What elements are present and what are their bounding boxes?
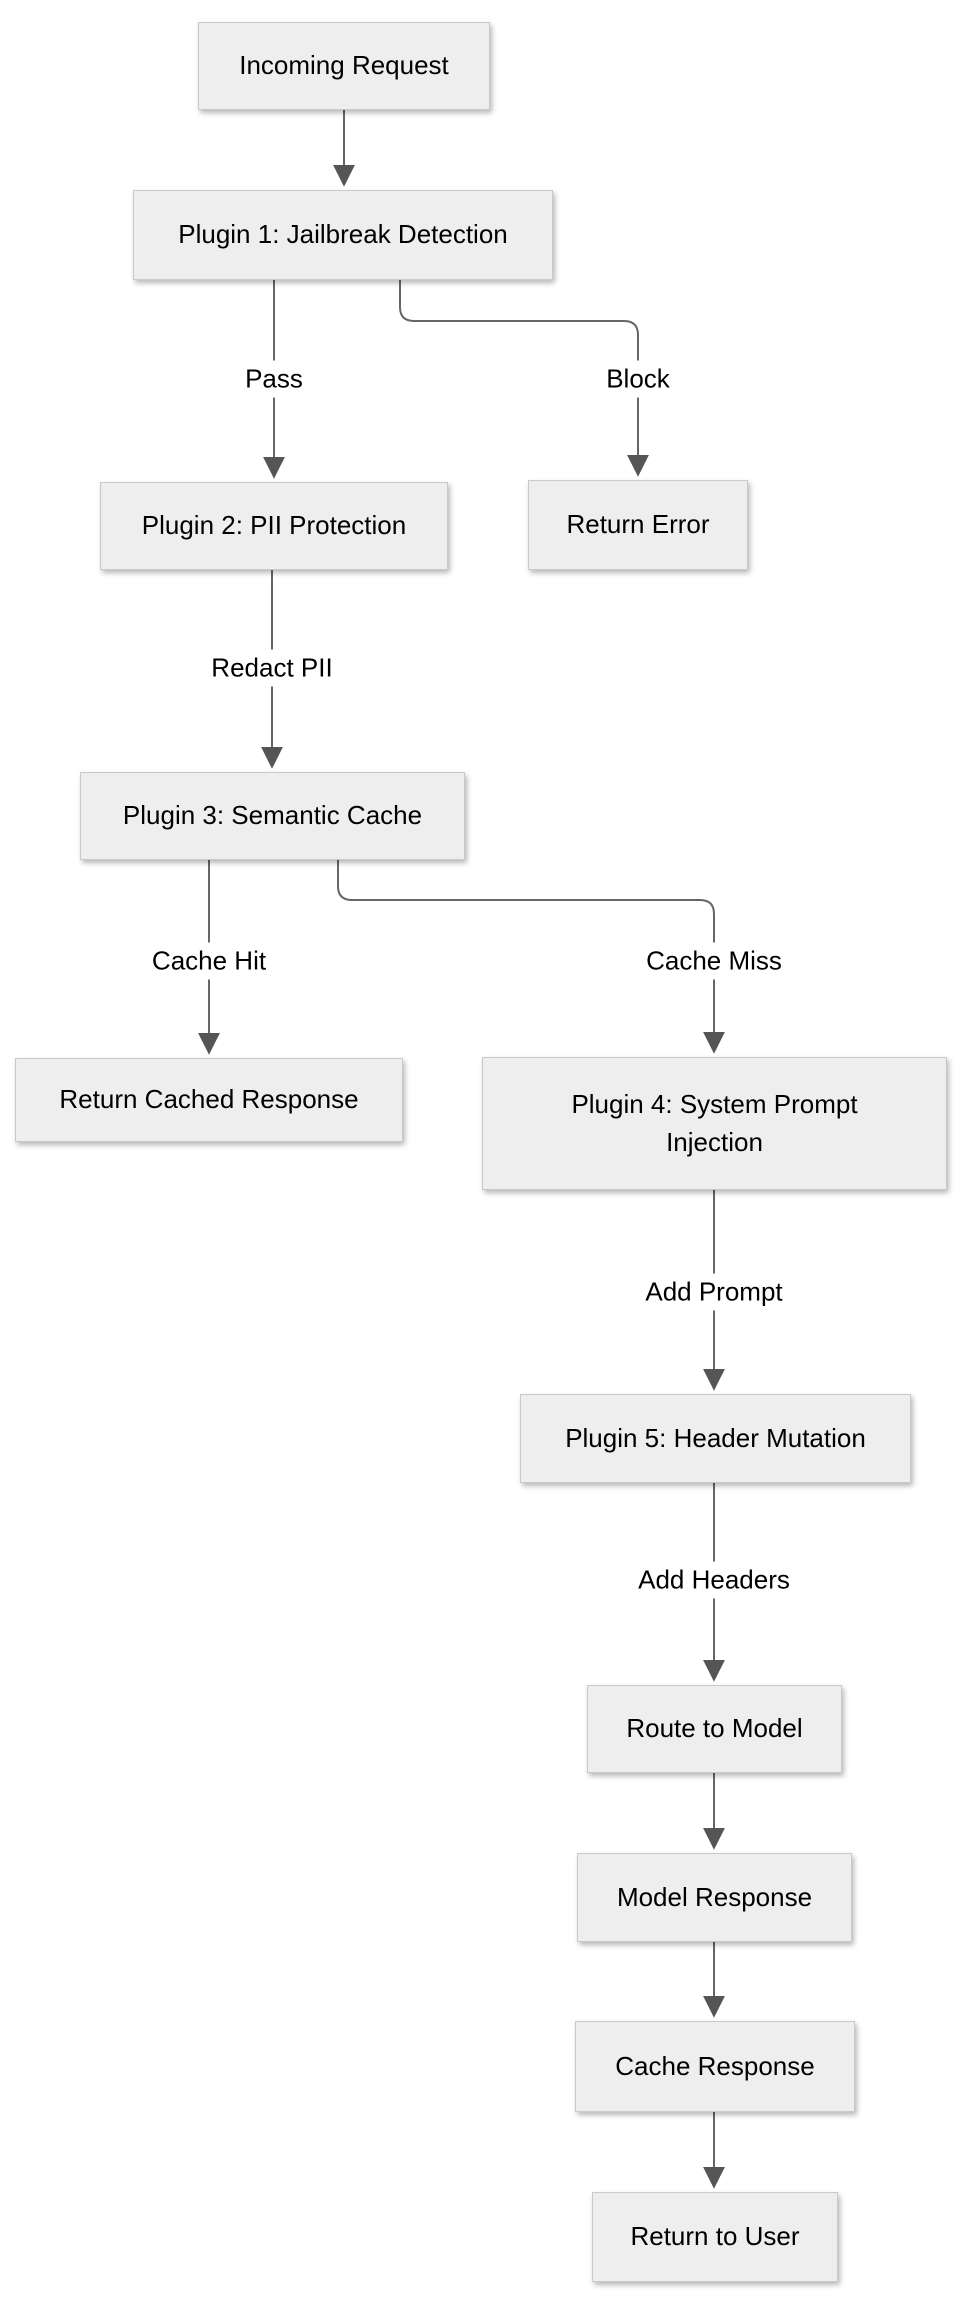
node-plugin4-system-prompt-injection: Plugin 4: System Prompt Injection — [482, 1057, 947, 1190]
edge-label-cache-hit: Cache Hit — [141, 942, 277, 980]
edge-plugin3-to-plugin4-miss — [337, 860, 725, 1054]
node-return-error: Return Error — [528, 480, 748, 570]
edge-label-redact-pii: Redact PII — [201, 649, 343, 687]
edge-label-add-headers: Add Headers — [628, 1561, 800, 1599]
edge-label-pass: Pass — [235, 360, 313, 398]
node-model-response-label: Model Response — [616, 1881, 813, 1912]
node-plugin1-label: Plugin 1: Jailbreak Detection — [178, 219, 508, 250]
node-cache-response: Cache Response — [575, 2021, 855, 2112]
node-incoming-request-label: Incoming Request — [239, 50, 449, 81]
node-route-to-model: Route to Model — [587, 1685, 842, 1773]
node-return-cached-response-label: Return Cached Response — [59, 1084, 359, 1115]
node-plugin3-label: Plugin 3: Semantic Cache — [122, 800, 423, 831]
node-plugin4-label: Plugin 4: System Prompt Injection — [571, 1088, 858, 1157]
edge-label-cache-miss: Cache Miss — [636, 942, 792, 980]
node-cache-response-label: Cache Response — [615, 2050, 815, 2081]
node-return-to-user-label: Return to User — [630, 2221, 800, 2252]
node-incoming-request: Incoming Request — [198, 22, 490, 110]
node-plugin1-jailbreak-detection: Plugin 1: Jailbreak Detection — [133, 190, 553, 280]
node-plugin3-semantic-cache: Plugin 3: Semantic Cache — [80, 772, 465, 860]
node-route-to-model-label: Route to Model — [626, 1713, 803, 1744]
node-return-cached-response: Return Cached Response — [15, 1058, 403, 1142]
node-plugin5-header-mutation: Plugin 5: Header Mutation — [520, 1394, 911, 1483]
node-plugin2-pii-protection: Plugin 2: PII Protection — [100, 482, 448, 570]
node-plugin5-label: Plugin 5: Header Mutation — [565, 1422, 866, 1453]
node-plugin2-label: Plugin 2: PII Protection — [141, 510, 407, 541]
edge-label-add-prompt: Add Prompt — [635, 1273, 793, 1311]
node-return-to-user: Return to User — [592, 2192, 838, 2282]
node-return-error-label: Return Error — [566, 509, 710, 540]
edge-label-block: Block — [596, 360, 680, 398]
node-model-response: Model Response — [577, 1853, 852, 1942]
edge-plugin1-to-return-error-block — [399, 280, 649, 477]
